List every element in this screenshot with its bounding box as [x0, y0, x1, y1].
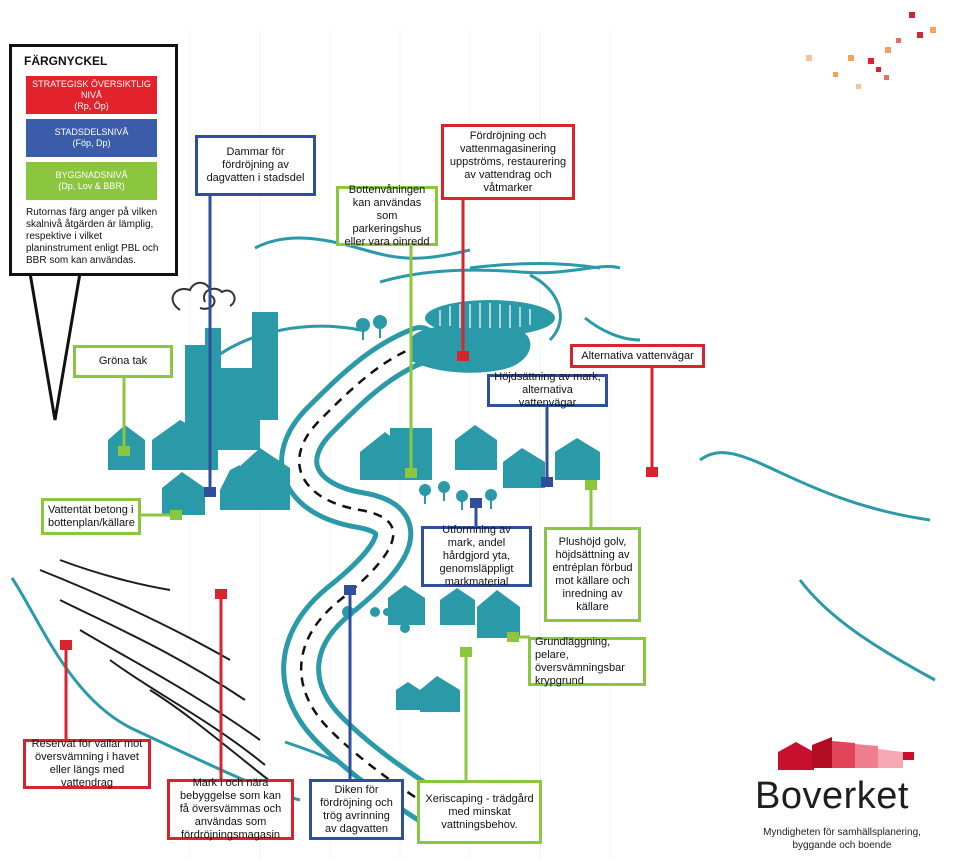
- legend-district-name: STADSDELSNIVÅ: [54, 127, 129, 137]
- legend-district-level: STADSDELSNIVÅ (Föp, Dp): [26, 119, 157, 157]
- factory: [171, 281, 278, 450]
- callout-alternativa-vattenvagar: Alternativa vattenvägar: [570, 344, 705, 368]
- legend-title: FÄRGNYCKEL: [24, 54, 108, 68]
- field-lines: [39, 559, 276, 786]
- callout-vattentat-betong: Vattentät betong i bottenplan/källare: [41, 498, 141, 535]
- callout-fordrojning: Fördröjning och vattenmagasinering uppst…: [441, 124, 575, 200]
- legend-district-plans: (Föp, Dp): [72, 138, 111, 148]
- legend-strategic-name: STRATEGISK ÖVERSIKTLIG NIVÅ: [32, 78, 151, 100]
- callout-xeriscaping: Xeriscaping - trädgård med minskat vattn…: [417, 780, 542, 844]
- callout-reservat: Reservat för vallar mot översvämning i h…: [23, 738, 151, 789]
- river: [279, 325, 470, 840]
- callout-hojdsattning: Höjdsättning av mark, alternativa vatten…: [487, 371, 608, 409]
- legend-description: Rutornas färg anger på vilken skalnivå å…: [26, 207, 159, 266]
- legend-tail: [28, 272, 82, 421]
- decorative-confetti: [806, 12, 936, 89]
- callout-grundlaggning: Grundläggning, pelare, översvämningsbar …: [528, 636, 646, 687]
- houses: [108, 420, 600, 712]
- legend-strategic-level: STRATEGISK ÖVERSIKTLIG NIVÅ (Rp, Öp): [26, 76, 157, 114]
- legend-strategic-plans: (Rp, Öp): [74, 100, 109, 111]
- legend-building-level: BYGGNADSNIVÅ (Dp, Lov & BBR): [26, 162, 157, 200]
- legend-building-plans: (Dp, Lov & BBR): [58, 181, 125, 191]
- color-key-legend: FÄRGNYCKEL STRATEGISK ÖVERSIKTLIG NIVÅ (…: [9, 44, 178, 276]
- wetland: [410, 300, 555, 373]
- callout-grona-tak: Gröna tak: [73, 345, 173, 378]
- callout-mark-nara-bebyggelse: Mark i och nära bebyggelse som kan få öv…: [167, 777, 294, 841]
- callout-utformning: Utformning av mark, andel hårdgjord yta,…: [421, 524, 532, 588]
- brand-tagline: Myndigheten för samhällsplanering, bygga…: [763, 827, 921, 851]
- callout-dammar: Dammar för fördröjning av dagvatten i st…: [195, 135, 316, 196]
- legend-building-name: BYGGNADSNIVÅ: [55, 170, 128, 180]
- callout-diken: Diken för fördröjning och trög avrinning…: [309, 779, 404, 840]
- callout-plushojd: Plushöjd golv, höjdsättning av entréplan…: [544, 527, 641, 622]
- connector-markers: [60, 351, 658, 657]
- terrain-lines: [10, 236, 936, 812]
- callout-bottenvaningen: Bottenvåningen kan användas som parkerin…: [336, 184, 438, 248]
- connector-lines: [64, 196, 654, 782]
- boverket-logo-icon: [778, 737, 914, 770]
- trees: [342, 315, 497, 633]
- brand-name: Boverket: [755, 775, 909, 817]
